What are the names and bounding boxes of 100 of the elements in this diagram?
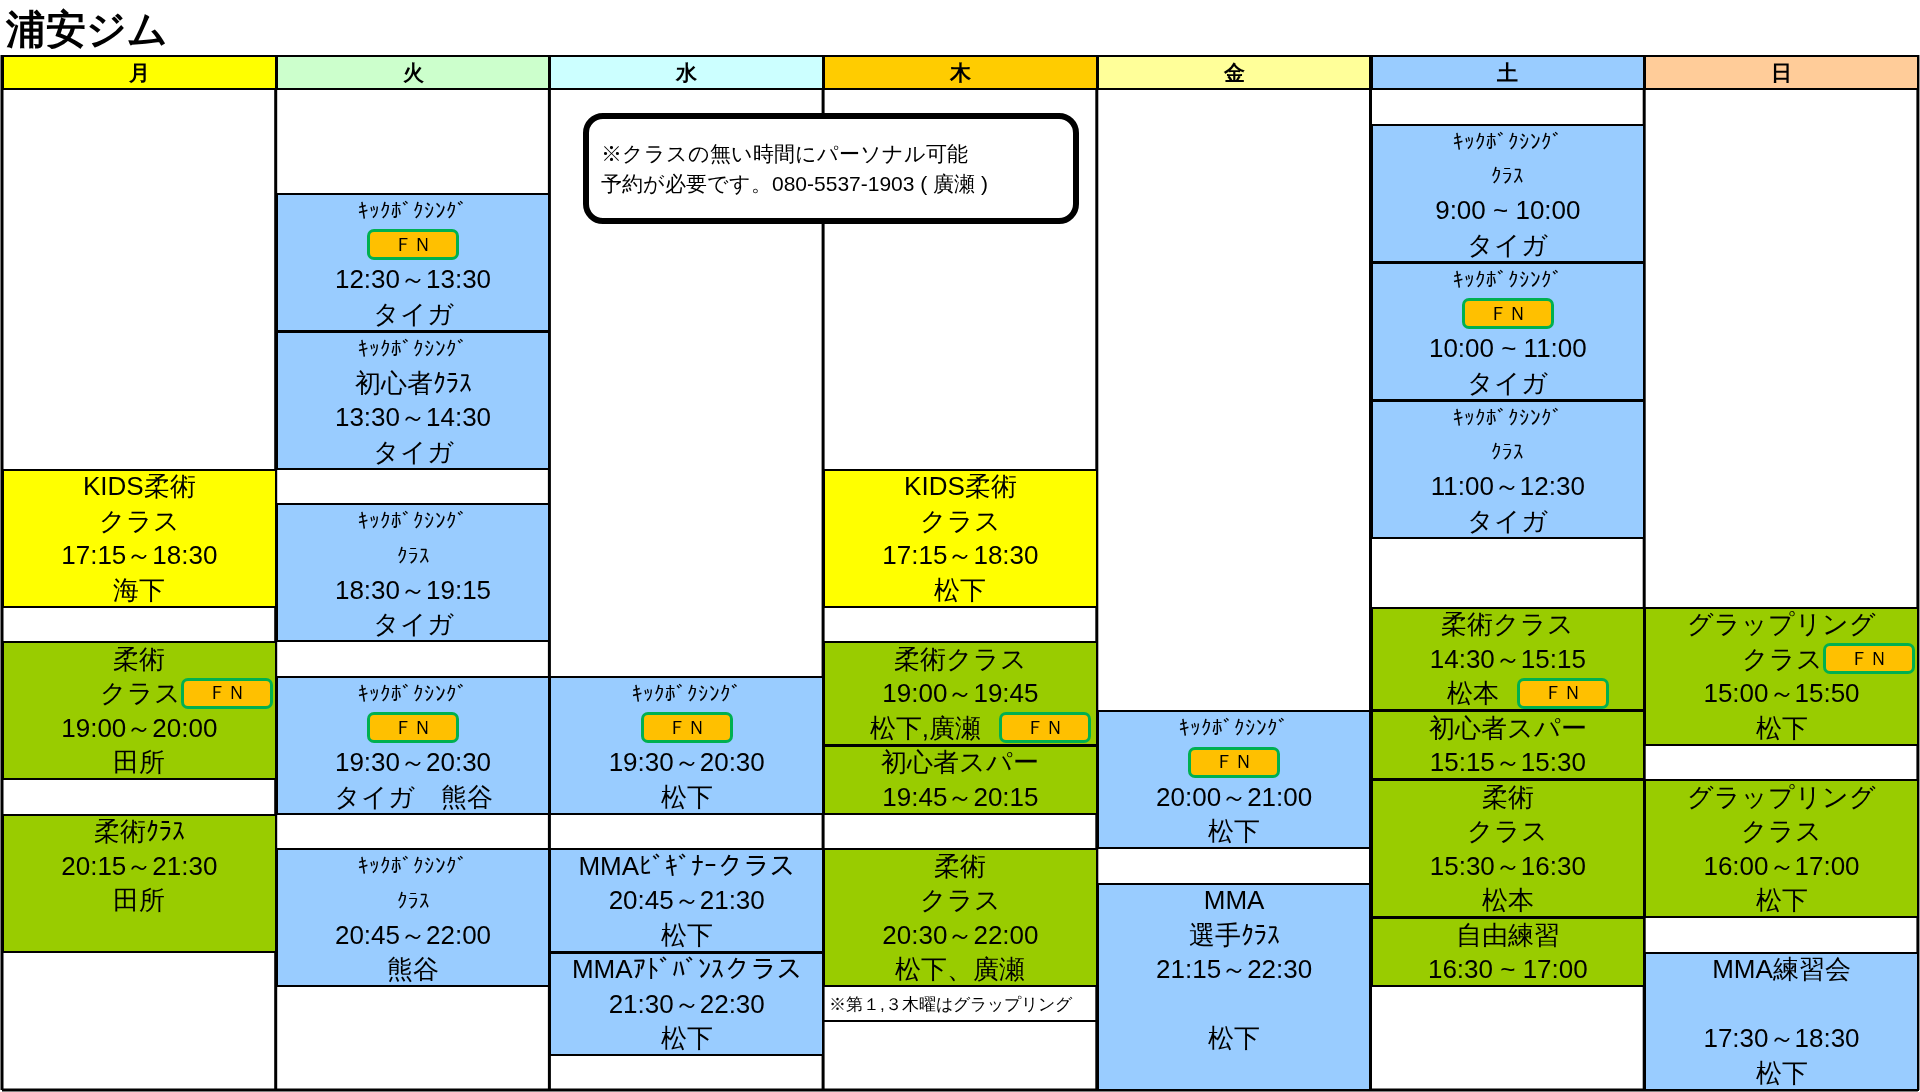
class-text: 松下	[660, 921, 713, 948]
class-text: 9:00 ~ 10:00	[1435, 197, 1581, 224]
class-text: 12:30～13:30	[334, 266, 492, 293]
class-text: 柔術	[934, 852, 987, 879]
title: 浦安ジム	[6, 6, 168, 53]
class-text: ｷｯｸﾎﾞｸｼﾝｸﾞ	[631, 682, 742, 704]
note-text: 予約が必要です。080-5537-1903 ( 廣瀬 )	[601, 171, 989, 197]
class-text: 19:30～20:30	[608, 749, 765, 776]
class-text: 自由練習	[1455, 921, 1560, 948]
class-text: 21:30～22:30	[608, 990, 765, 1017]
class-text: ｷｯｸﾎﾞｸｼﾝｸﾞ	[358, 337, 469, 359]
note-text: ※クラスの無い時間にパーソナル可能	[601, 141, 969, 167]
day-header: 火	[275, 55, 551, 91]
day-header: 木	[823, 55, 1098, 91]
class-text: 16:00～17:00	[1703, 852, 1860, 879]
class-text: 選手ｸﾗｽ	[1188, 921, 1280, 948]
class-text: 初心者スパー	[881, 749, 1040, 776]
class-text: タイガ	[1467, 369, 1549, 396]
class-text: タイガ	[1467, 231, 1549, 258]
class-text: 松下	[1208, 1025, 1261, 1052]
class-text: 19:00～20:00	[61, 714, 218, 741]
class-text: 柔術	[1481, 783, 1534, 810]
class-text: 松下	[1755, 1059, 1808, 1086]
class-text: 松下	[934, 576, 987, 603]
class-text: 16:30 ~ 17:00	[1427, 956, 1588, 983]
class-text: クラス	[1741, 645, 1823, 672]
class-text: タイガ	[372, 438, 454, 465]
class-text: 13:30～14:30	[334, 404, 492, 431]
class-text: 松下	[1755, 887, 1808, 914]
class-text: 10:00 ~ 11:00	[1428, 335, 1587, 362]
class-text: MMA練習会	[1712, 956, 1851, 983]
class-text: 熊谷	[387, 956, 440, 983]
day-header: 金	[1096, 55, 1372, 91]
class-text: 20:30～22:00	[882, 921, 1039, 948]
class-text: ｷｯｸﾎﾞｸｼﾝｸﾞ	[1452, 406, 1563, 428]
class-text: MMA	[1203, 887, 1265, 914]
class-text: 21:15～22:30	[1156, 956, 1313, 983]
badge: ＦＮ	[180, 677, 273, 709]
class-text: MMAｱﾄﾞﾊﾞﾝｽクラス	[571, 956, 802, 983]
class-text: 松下、廣瀬	[895, 956, 1026, 983]
class-text: 17:15～18:30	[61, 542, 218, 569]
day-header: 土	[1370, 55, 1646, 91]
class-text: ｷｯｸﾎﾞｸｼﾝｸﾞ	[1179, 717, 1290, 739]
class-text: 松本	[1446, 680, 1499, 707]
class-text: ｸﾗｽ	[1491, 165, 1525, 187]
class-text: 田所	[113, 749, 166, 776]
class-text: 松本	[1481, 887, 1534, 914]
class-text: 松下	[660, 1025, 713, 1052]
class-text: ｷｯｸﾎﾞｸｼﾝｸﾞ	[1452, 268, 1563, 290]
class-text: ｷｯｸﾎﾞｸｼﾝｸﾞ	[358, 199, 469, 221]
class-text: 14:30～15:15	[1429, 645, 1586, 672]
badge: ＦＮ	[999, 712, 1092, 744]
class-text: クラス	[1741, 818, 1823, 845]
class-text: 18:30～19:15	[334, 576, 492, 603]
class-text: 柔術クラス	[893, 645, 1027, 672]
class-text: KIDS柔術	[904, 473, 1017, 500]
class-text: グラップリング	[1687, 783, 1877, 810]
class-text: ｷｯｸﾎﾞｸｼﾝｸﾞ	[358, 855, 469, 877]
class-text: KIDS柔術	[83, 473, 196, 500]
class-text: ｷｯｸﾎﾞｸｼﾝｸﾞ	[358, 682, 469, 704]
class-text: ｷｯｸﾎﾞｸｼﾝｸﾞ	[358, 510, 469, 532]
class-text: 柔術ｸﾗｽ	[93, 818, 185, 845]
badge: ＦＮ	[1461, 298, 1554, 330]
class-text: 19:00～19:45	[882, 680, 1039, 707]
class-text: 柔術	[113, 645, 166, 672]
class-text: クラス	[1467, 818, 1549, 845]
class-text: ｸﾗｽ	[1491, 441, 1525, 463]
class-text: クラス	[919, 507, 1001, 534]
class-text: 20:15～21:30	[61, 852, 218, 879]
class-text: クラス	[99, 680, 181, 707]
badge: ＦＮ	[367, 229, 460, 261]
day-header: 月	[2, 55, 277, 91]
class-text: 田所	[113, 887, 166, 914]
class-text: MMAﾋﾞｷﾞﾅｰクラス	[578, 852, 796, 879]
class-text: 初心者ｸﾗｽ	[354, 369, 472, 396]
badge: ＦＮ	[1188, 746, 1281, 778]
class-text: 19:45～20:15	[882, 783, 1039, 810]
class-text: ｷｯｸﾎﾞｸｼﾝｸﾞ	[1452, 130, 1563, 152]
class-text: 松下	[660, 783, 713, 810]
class-text: 20:45～21:30	[608, 887, 765, 914]
class-text: 17:15～18:30	[882, 542, 1039, 569]
badge: ＦＮ	[367, 712, 460, 744]
class-text: 15:30～16:30	[1429, 852, 1586, 879]
class-text: 19:30～20:30	[334, 749, 492, 776]
class-text: 海下	[113, 576, 166, 603]
class-text: 15:15～15:30	[1429, 749, 1586, 776]
class-text: クラス	[98, 507, 180, 534]
class-text: 15:00～15:50	[1703, 680, 1860, 707]
class-text: クラス	[919, 887, 1001, 914]
badge: ＦＮ	[1516, 677, 1609, 709]
class-text: 20:00～21:00	[1156, 783, 1313, 810]
badge: ＦＮ	[1822, 643, 1915, 675]
day-header: 日	[1644, 55, 1919, 91]
class-text: 17:30～18:30	[1703, 1025, 1860, 1052]
note-text: ※第１,３木曜はグラップリング	[829, 994, 1072, 1017]
class-text: 松下	[1755, 714, 1808, 741]
badge: ＦＮ	[640, 712, 733, 744]
class-text: グラップリング	[1687, 611, 1877, 638]
class-text: タイガ 熊谷	[333, 783, 493, 810]
class-text: 11:00～12:30	[1430, 473, 1585, 500]
